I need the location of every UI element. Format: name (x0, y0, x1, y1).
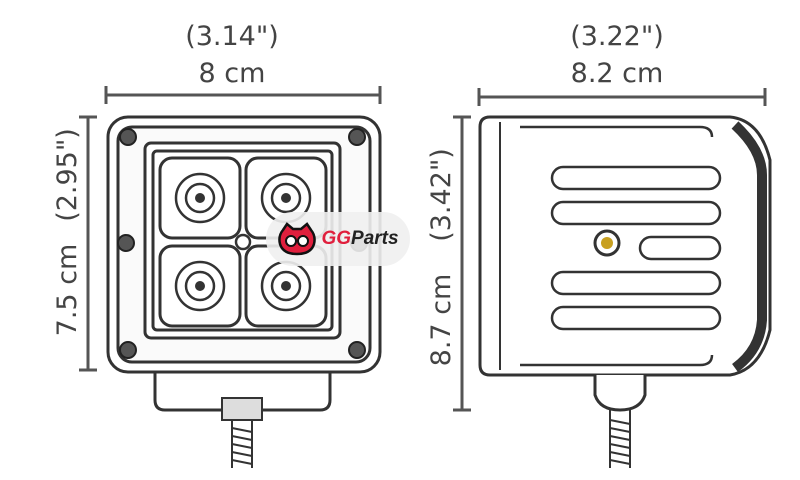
front-width-dimension: (3.14") 8 cm (104, 21, 382, 104)
side-depth-inches: (3.22") (570, 21, 664, 52)
watermark-brand-gg: GG (321, 228, 352, 249)
side-height-cm: 8.7 cm (426, 274, 457, 367)
mascot-logo-icon (278, 222, 317, 256)
cooling-fins (520, 125, 722, 367)
front-width-inches: (3.14") (185, 21, 279, 52)
side-depth-cm: 8.2 cm (571, 58, 664, 89)
led-lenses (158, 156, 328, 328)
watermark-brand-parts: Parts (351, 228, 399, 249)
side-view-light (478, 115, 772, 468)
side-depth-dimension: (3.22") 8.2 cm (477, 21, 767, 106)
front-height-inches: (2.95") (52, 128, 83, 222)
side-height-dimension: 8.7 cm (3.42") (426, 115, 471, 412)
side-mount-stud (593, 375, 647, 468)
mount-stud (221, 397, 263, 468)
front-height-cm: 7.5 cm (52, 244, 83, 337)
side-height-inches: (3.42") (426, 148, 457, 242)
front-height-dimension: 7.5 cm (2.95") (52, 115, 97, 372)
front-view-light (106, 115, 382, 468)
watermark-logo: GGParts (266, 212, 410, 266)
front-width-cm: 8 cm (199, 58, 266, 89)
